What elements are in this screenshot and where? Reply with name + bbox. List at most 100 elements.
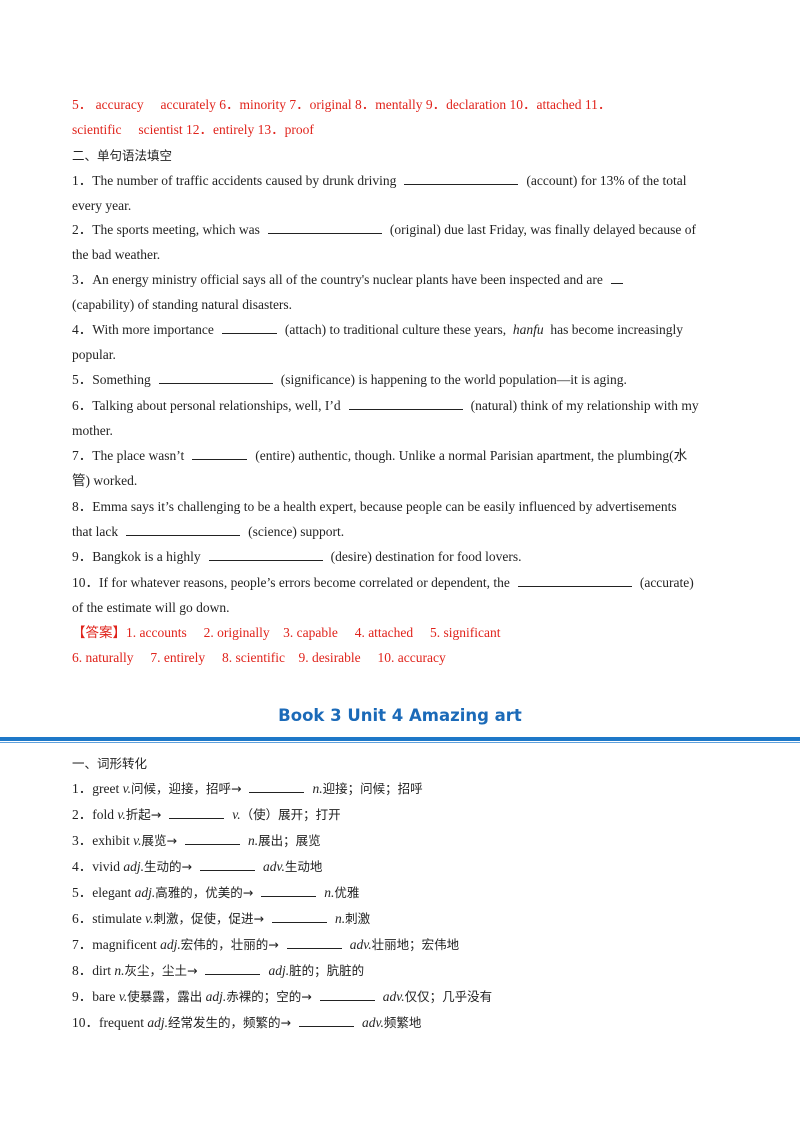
word-form-item: 7．magnificent adj.宏伟的，壮丽的→adv.壮丽地；宏伟地 bbox=[72, 936, 732, 954]
chinese-meaning: 灰尘，尘土→ bbox=[124, 963, 198, 978]
question-text: (entire) authentic, though. Unlike a nor… bbox=[255, 448, 688, 463]
part-of-speech: n. bbox=[312, 781, 323, 796]
part-of-speech: adv. bbox=[263, 859, 285, 874]
word-form-item: 3．exhibit v.展览→n.展出；展览 bbox=[72, 832, 732, 850]
answer-blank[interactable] bbox=[267, 222, 382, 234]
question-1: 1．The number of traffic accidents caused… bbox=[72, 172, 732, 190]
answer-blank[interactable] bbox=[249, 781, 305, 793]
question-text: (science) support. bbox=[248, 524, 345, 539]
answer-blank[interactable] bbox=[610, 272, 623, 284]
question-4: 4．With more importance(attach) to tradit… bbox=[72, 321, 732, 339]
question-text: 3．An energy ministry official says all o… bbox=[72, 272, 603, 287]
chinese-meaning: 折起→ bbox=[125, 807, 162, 822]
word-form-item: 8．dirt n.灰尘，尘土→adj.脏的；肮脏的 bbox=[72, 962, 732, 980]
answer-blank[interactable] bbox=[158, 372, 273, 384]
question-10-cont: of the estimate will go down. bbox=[72, 600, 230, 615]
chinese-meaning: 优雅 bbox=[334, 885, 360, 900]
answer-blank[interactable] bbox=[517, 575, 632, 587]
answer-blank[interactable] bbox=[184, 833, 240, 845]
answer-blank[interactable] bbox=[200, 859, 256, 871]
word-form-item: 4．vivid adj.生动的→adv.生动地 bbox=[72, 858, 732, 876]
section-heading-word-forms: 一、词形转化 bbox=[72, 756, 148, 771]
word-prompt: 9．bare bbox=[72, 989, 116, 1004]
chinese-meaning: 刺激，促使，促进→ bbox=[153, 911, 264, 926]
answer-blank[interactable] bbox=[261, 885, 317, 897]
question-10: 10．If for whatever reasons, people’s err… bbox=[72, 574, 732, 592]
chinese-meaning: 仅仅；几乎没有 bbox=[404, 989, 493, 1004]
question-3-cont: (capability) of standing natural disaste… bbox=[72, 297, 293, 312]
word-form-item: 5．elegant adj.高雅的，优美的→n.优雅 bbox=[72, 884, 732, 902]
word-form-item: 6．stimulate v.刺激，促使，促进→n.刺激 bbox=[72, 910, 732, 928]
chinese-meaning: 展览→ bbox=[141, 833, 177, 848]
word-prompt: 10．frequent bbox=[72, 1015, 144, 1030]
word-form-item: 9．bare v.使暴露，露出 adj.赤裸的；空的→ adv.仅仅；几乎没有 bbox=[72, 988, 732, 1006]
part-of-speech: adv. bbox=[361, 1015, 384, 1030]
part-of-speech: adj. bbox=[268, 963, 290, 978]
word-prompt: 6．stimulate bbox=[72, 911, 142, 926]
word-form-item: 2．fold v.折起→v.（使）展开；打开 bbox=[72, 806, 732, 824]
word-prompt: 3．exhibit bbox=[72, 833, 130, 848]
answer-blank[interactable] bbox=[286, 937, 342, 949]
answer-blank[interactable] bbox=[169, 807, 225, 819]
part-of-speech: n. bbox=[334, 911, 346, 926]
answer-blank[interactable] bbox=[298, 1015, 354, 1027]
answer-blank[interactable] bbox=[404, 173, 519, 185]
chinese-meaning: 问候，迎接，招呼→ bbox=[130, 781, 242, 796]
italic-term: hanfu bbox=[512, 322, 544, 337]
question-2-cont: the bad weather. bbox=[72, 247, 161, 262]
part-of-speech: v. bbox=[122, 781, 131, 796]
question-text: 1．The number of traffic accidents caused… bbox=[72, 173, 397, 188]
answer-blank[interactable] bbox=[192, 448, 248, 460]
word-prompt: 5．elegant bbox=[72, 885, 132, 900]
part-of-speech: adj. bbox=[160, 937, 181, 952]
answer-key-line-1: 【答案】1. accounts 2. originally 3. capable… bbox=[72, 625, 501, 640]
chinese-meaning: 刺激 bbox=[345, 911, 371, 926]
part-of-speech: n. bbox=[114, 963, 125, 978]
part-of-speech: adj. bbox=[205, 989, 227, 1004]
part-of-speech: n. bbox=[247, 833, 259, 848]
question-text: (significance) is happening to the world… bbox=[280, 372, 627, 387]
answer-blank[interactable] bbox=[319, 989, 375, 1001]
chinese-meaning: 高雅的，优美的→ bbox=[155, 885, 254, 900]
chinese-meaning: 迎接；问候；招呼 bbox=[322, 781, 423, 796]
chinese-meaning: 使暴露，露出 bbox=[127, 989, 203, 1004]
part-of-speech: adj. bbox=[123, 859, 145, 874]
question-text: 2．The sports meeting, which was bbox=[72, 222, 260, 237]
answer-blank[interactable] bbox=[221, 322, 277, 334]
question-6-cont: mother. bbox=[72, 423, 113, 438]
question-9: 9．Bangkok is a highly (desire) destinatio… bbox=[72, 548, 732, 566]
part-of-speech: v. bbox=[117, 807, 126, 822]
chinese-meaning: 频繁地 bbox=[383, 1015, 422, 1030]
part-of-speech: adv. bbox=[382, 989, 405, 1004]
question-2: 2．The sports meeting, which was (original… bbox=[72, 221, 732, 239]
chinese-meaning: 赤裸的；空的→ bbox=[226, 989, 312, 1004]
answer-blank[interactable] bbox=[271, 911, 327, 923]
question-text: 6．Talking about personal relationships, … bbox=[72, 398, 341, 413]
question-3: 3．An energy ministry official says all o… bbox=[72, 271, 732, 289]
answer-blank[interactable] bbox=[208, 549, 323, 561]
question-5: 5．Something(significance) is happening t… bbox=[72, 371, 732, 389]
word-prompt: 1．greet bbox=[72, 781, 120, 796]
answer-line-top-1: 5． accuracy accurately 6．minority 7．orig… bbox=[72, 97, 612, 112]
answer-blank[interactable] bbox=[205, 963, 261, 975]
question-text: (original) due last Friday, was finally … bbox=[389, 222, 696, 237]
part-of-speech: n. bbox=[324, 885, 335, 900]
title-divider-thin bbox=[0, 742, 800, 743]
unit-title: Book 3 Unit 4 Amazing art bbox=[278, 706, 522, 725]
chinese-meaning: 壮丽地；宏伟地 bbox=[371, 937, 460, 952]
part-of-speech: v. bbox=[118, 989, 128, 1004]
answer-blank[interactable] bbox=[348, 398, 463, 410]
answer-blank[interactable] bbox=[126, 524, 241, 536]
word-prompt: 7．magnificent bbox=[72, 937, 157, 952]
question-text: 10．If for whatever reasons, people’s err… bbox=[72, 575, 510, 590]
chinese-meaning: 经常发生的，频繁的→ bbox=[168, 1015, 291, 1030]
word-form-item: 10．frequent adj.经常发生的，频繁的→adv.频繁地 bbox=[72, 1014, 732, 1032]
chinese-meaning: 展出；展览 bbox=[258, 833, 321, 848]
question-text: 9．Bangkok is a highly bbox=[72, 549, 201, 564]
chinese-meaning: 宏伟的，壮丽的→ bbox=[180, 937, 279, 952]
question-text: has become increasingly bbox=[550, 322, 684, 337]
question-text: (desire) destination for food lovers. bbox=[330, 549, 522, 564]
chinese-meaning: （使）展开；打开 bbox=[240, 807, 341, 822]
section-heading-grammar: 二、单句语法填空 bbox=[72, 148, 173, 163]
